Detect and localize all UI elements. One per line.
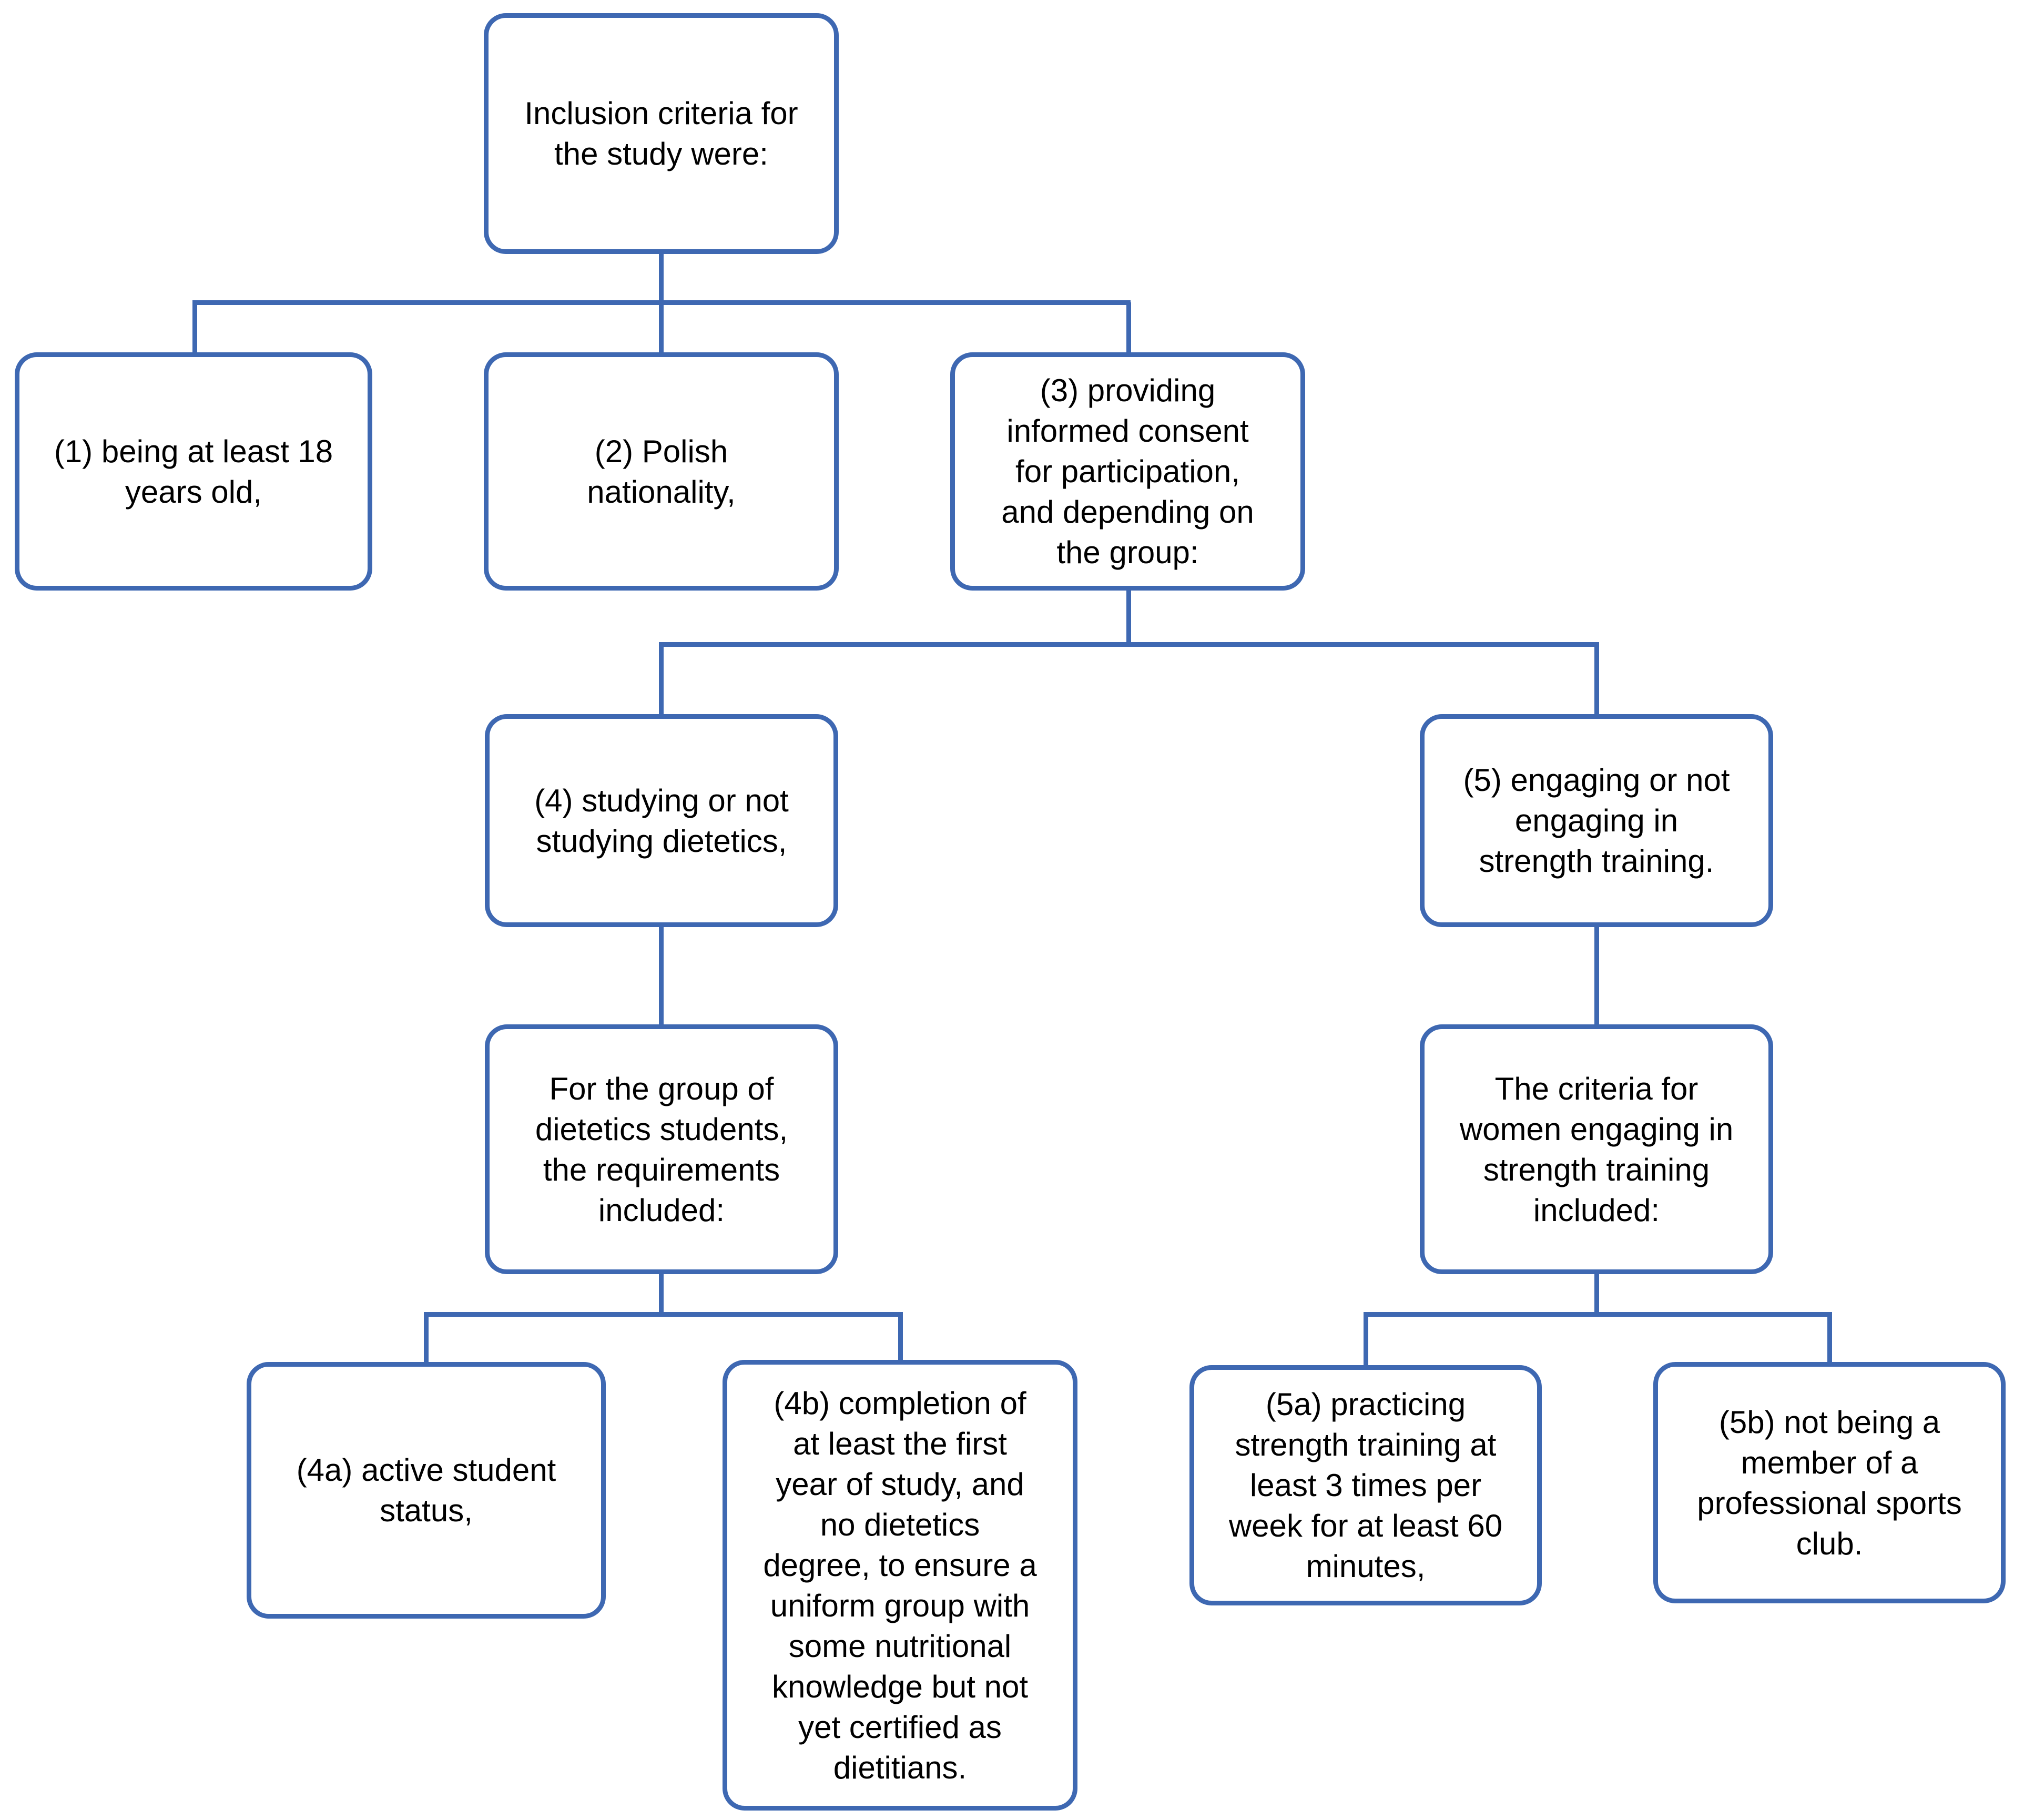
connector-bar1-to-node2 xyxy=(659,302,664,354)
connector-root-to-bar1 xyxy=(659,254,664,305)
node-1-age-text: (1) being at least 18 years old, xyxy=(54,433,333,510)
node-5b-no-sports-club: (5b) not being a member of a professiona… xyxy=(1653,1362,2006,1603)
node-5a-training-frequency-text: (5a) practicing strength training at lea… xyxy=(1228,1387,1503,1584)
node-4a-active-student-text: (4a) active student status, xyxy=(296,1452,556,1528)
node-4b-first-year-completion-text: (4b) completion of at least the first ye… xyxy=(763,1385,1037,1785)
node-4-header-dietetics-requirements: For the group of dietetics students, the… xyxy=(485,1024,838,1274)
node-4-studying-dietetics-text: (4) studying or not studying dietetics, xyxy=(534,782,789,859)
connector-bar3-to-node4a xyxy=(424,1312,429,1364)
connector-node3-to-bar2 xyxy=(1126,588,1131,647)
connector-bar4-to-node5a xyxy=(1364,1312,1368,1367)
connector-node4-to-node4-header xyxy=(659,925,664,1026)
node-inclusion-criteria-text: Inclusion criteria for the study were: xyxy=(524,96,798,171)
connector-bar1-to-node1 xyxy=(192,302,197,354)
connector-node5-to-node5-header xyxy=(1594,925,1599,1026)
node-5-strength-training-text: (5) engaging or not engaging in strength… xyxy=(1463,762,1730,879)
connector-bar1-to-node3 xyxy=(1126,302,1131,354)
node-4b-first-year-completion: (4b) completion of at least the first ye… xyxy=(723,1360,1077,1811)
node-3-informed-consent-text: (3) providing informed consent for parti… xyxy=(1001,373,1254,570)
node-3-informed-consent: (3) providing informed consent for parti… xyxy=(950,352,1305,591)
node-5-header-training-criteria: The criteria for women engaging in stren… xyxy=(1420,1024,1773,1274)
node-2-nationality-text: (2) Polish nationality, xyxy=(587,433,736,510)
connector-node5-header-to-bar4 xyxy=(1594,1272,1599,1317)
connector-bar3-to-node4b xyxy=(898,1312,903,1362)
connector-bar4 xyxy=(1364,1312,1832,1317)
node-4-studying-dietetics: (4) studying or not studying dietetics, xyxy=(485,714,838,927)
node-5a-training-frequency: (5a) practicing strength training at lea… xyxy=(1189,1365,1542,1605)
connector-bar3 xyxy=(424,1312,903,1317)
node-4-header-dietetics-requirements-text: For the group of dietetics students, the… xyxy=(535,1071,788,1228)
node-5-strength-training: (5) engaging or not engaging in strength… xyxy=(1420,714,1773,927)
node-5-header-training-criteria-text: The criteria for women engaging in stren… xyxy=(1459,1071,1734,1228)
connector-bar2-to-node5 xyxy=(1594,642,1599,716)
connector-node4-header-to-bar3 xyxy=(659,1272,664,1317)
connector-bar4-to-node5b xyxy=(1827,1312,1832,1364)
connector-bar2 xyxy=(659,642,1599,647)
node-5b-no-sports-club-text: (5b) not being a member of a professiona… xyxy=(1697,1404,1962,1561)
node-4a-active-student: (4a) active student status, xyxy=(247,1362,606,1619)
node-2-nationality: (2) Polish nationality, xyxy=(484,352,839,591)
node-1-age: (1) being at least 18 years old, xyxy=(15,352,372,591)
connector-bar2-to-node4 xyxy=(659,642,664,716)
node-inclusion-criteria: Inclusion criteria for the study were: xyxy=(484,13,839,254)
